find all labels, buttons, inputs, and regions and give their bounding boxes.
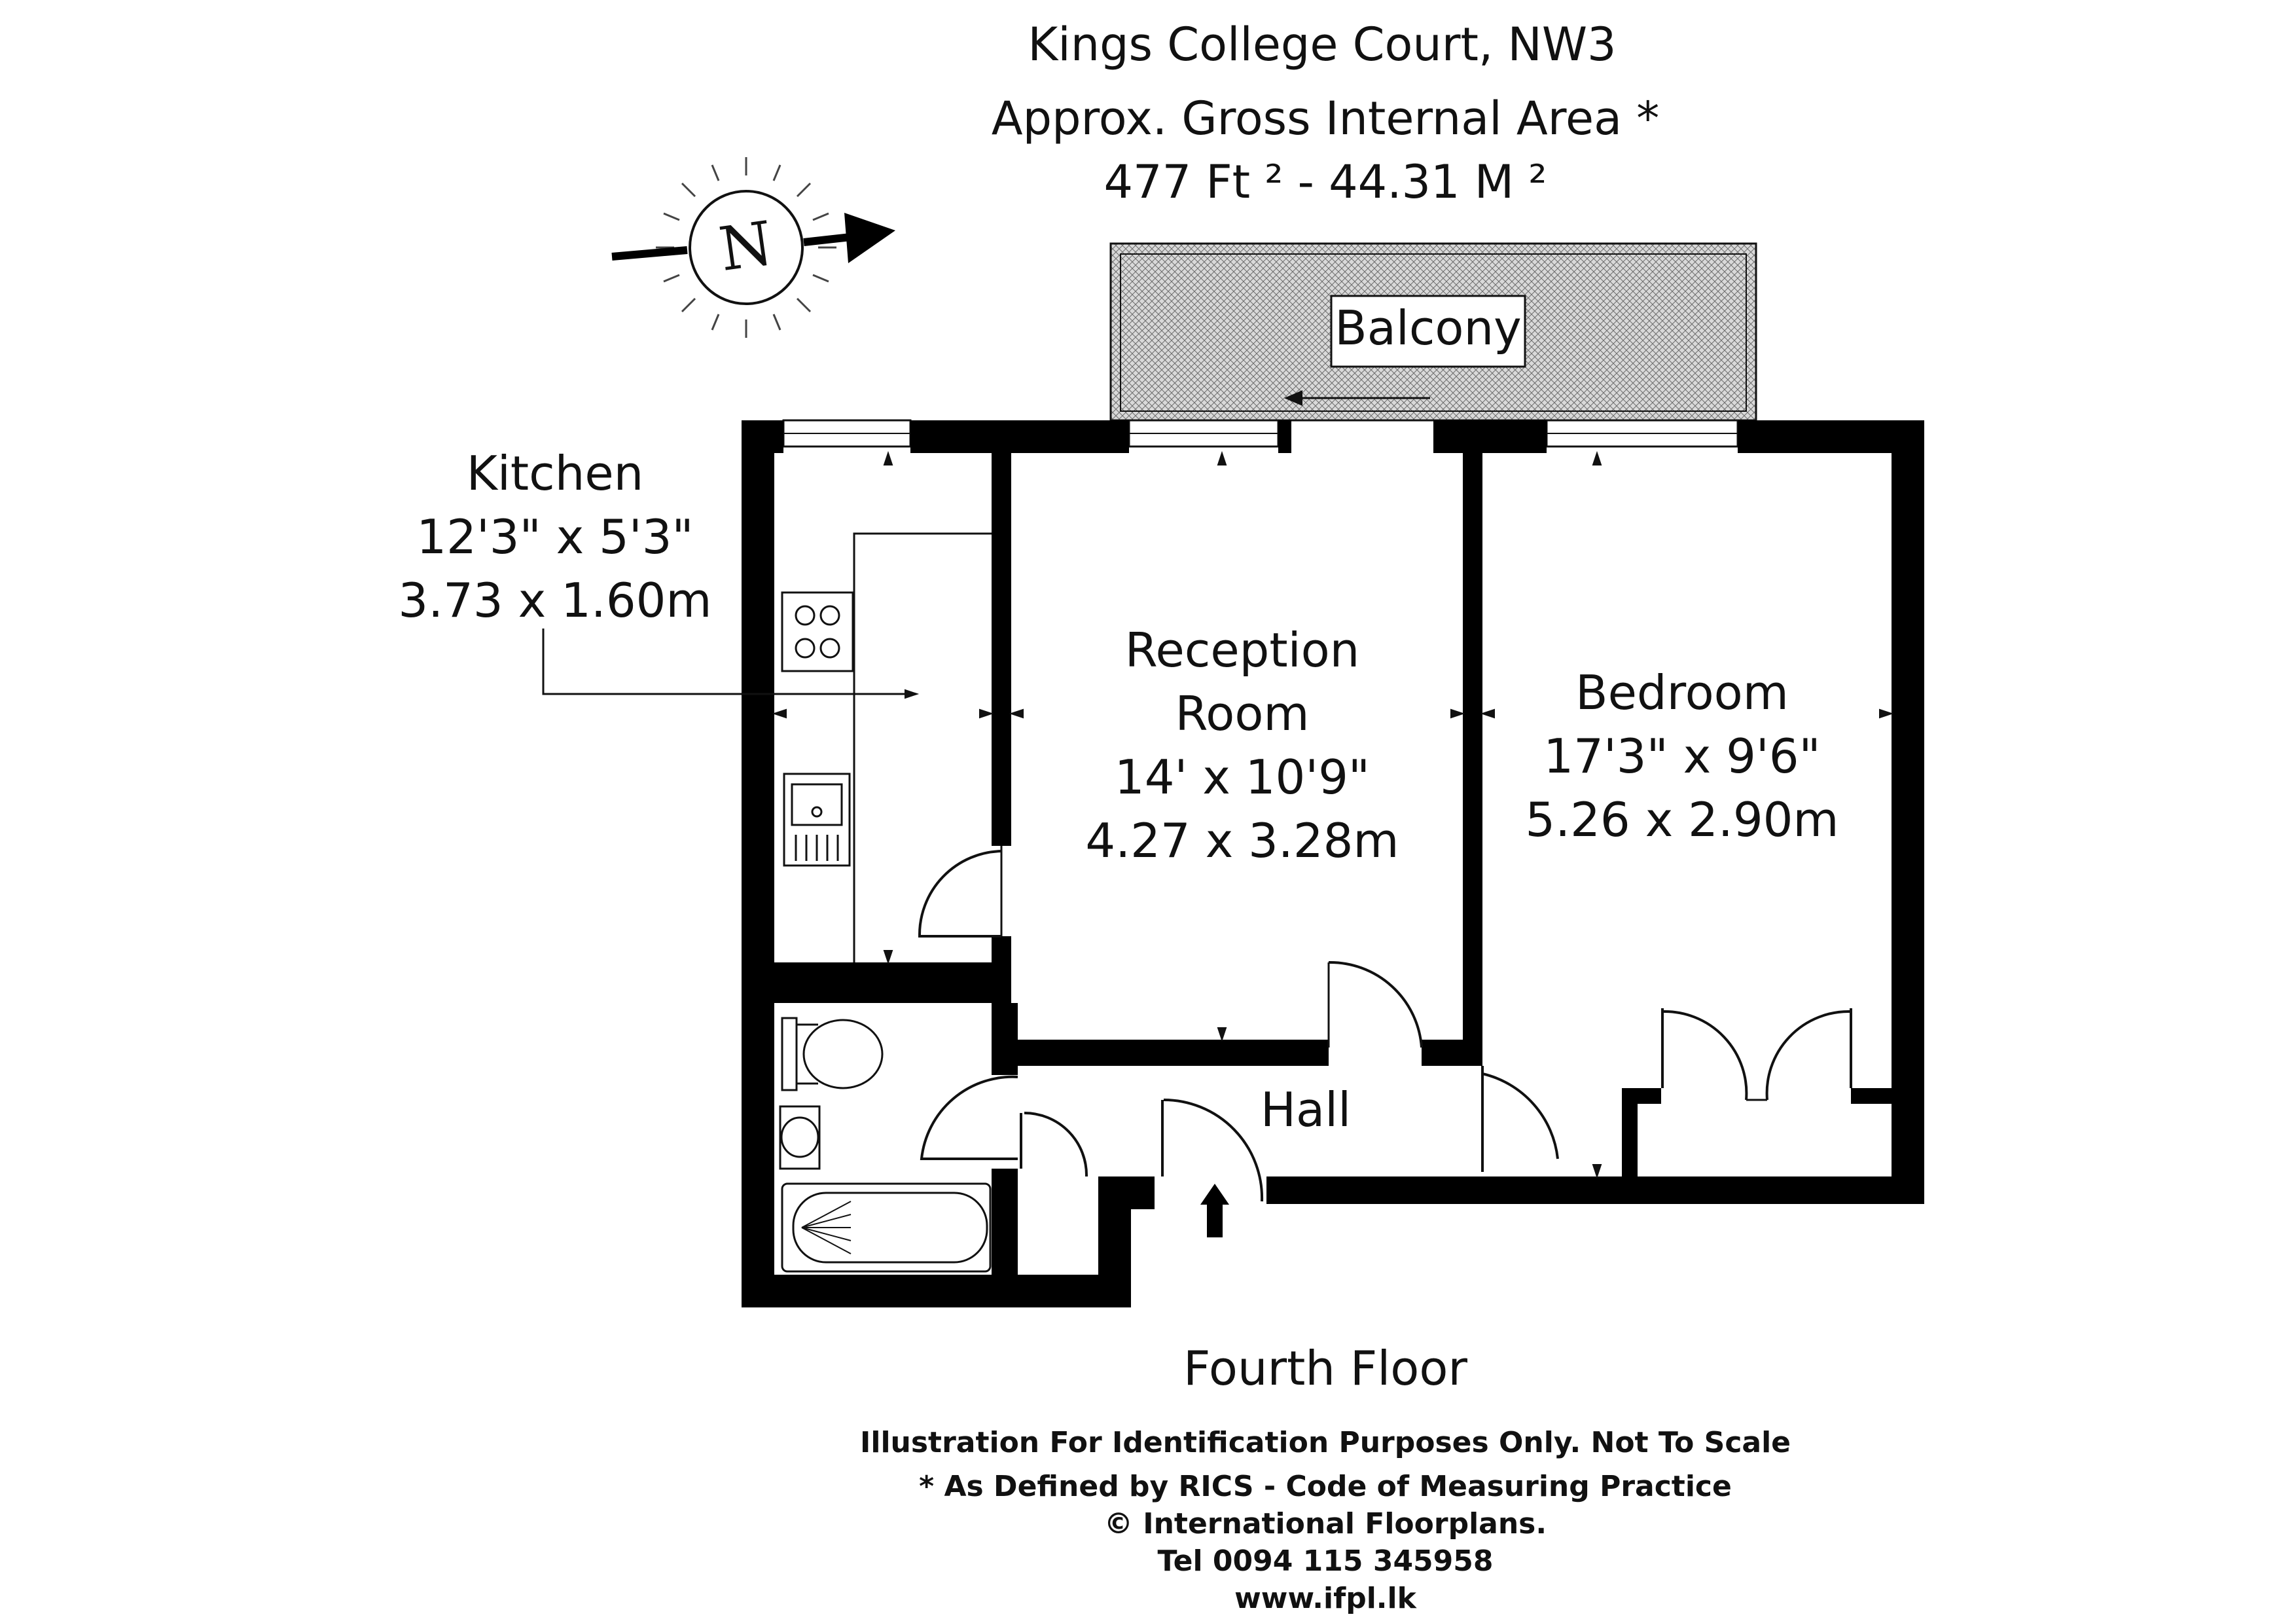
footer-phone: Tel 0094 115 345958 — [1157, 1544, 1493, 1578]
floor-label: Fourth Floor — [1183, 1341, 1467, 1396]
kitchen-leader-line — [542, 629, 916, 695]
entrance-arrow-icon — [1200, 1184, 1229, 1237]
area-value: 477 Ft ² - 44.31 M ² — [1104, 155, 1547, 209]
area-label: Approx. Gross Internal Area * — [992, 92, 1659, 145]
kitchen-label: Kitchen — [467, 446, 644, 501]
footer-company: © International Floorplans. — [1104, 1507, 1547, 1541]
property-title: Kings College Court, NW3 — [1028, 18, 1616, 71]
dimension-markers — [772, 450, 1894, 1179]
bedroom-metric: 5.26 x 2.90m — [1525, 792, 1839, 847]
compass-letter: N — [715, 208, 777, 285]
footer-rics: * As Defined by RICS - Code of Measuring… — [919, 1470, 1732, 1503]
reception-metric: 4.27 x 3.28m — [1085, 813, 1399, 868]
kitchen-metric: 3.73 x 1.60m — [398, 573, 711, 628]
hall-label: Hall — [1261, 1082, 1351, 1137]
bathroom-fittings — [779, 1017, 992, 1273]
kitchen-fittings — [781, 532, 992, 962]
bedroom-imperial: 17'3" x 9'6" — [1543, 729, 1820, 784]
reception-imperial: 14' x 10'9" — [1115, 750, 1370, 805]
windows — [782, 419, 1739, 448]
balcony: Balcony — [1109, 242, 1757, 422]
footer-website: www.ifpl.lk — [1234, 1582, 1417, 1615]
kitchen-imperial: 12'3" x 5'3" — [416, 509, 693, 564]
footer-disclaimer: Illustration For Identification Purposes… — [860, 1426, 1791, 1459]
doors — [918, 846, 1852, 1202]
balcony-label: Balcony — [1335, 301, 1521, 356]
north-compass-icon: N — [611, 157, 895, 338]
bedroom-label: Bedroom — [1575, 665, 1789, 720]
reception-label-line1: Reception — [1125, 623, 1360, 678]
reception-label-line2: Room — [1175, 686, 1309, 741]
walls — [742, 420, 1924, 1307]
